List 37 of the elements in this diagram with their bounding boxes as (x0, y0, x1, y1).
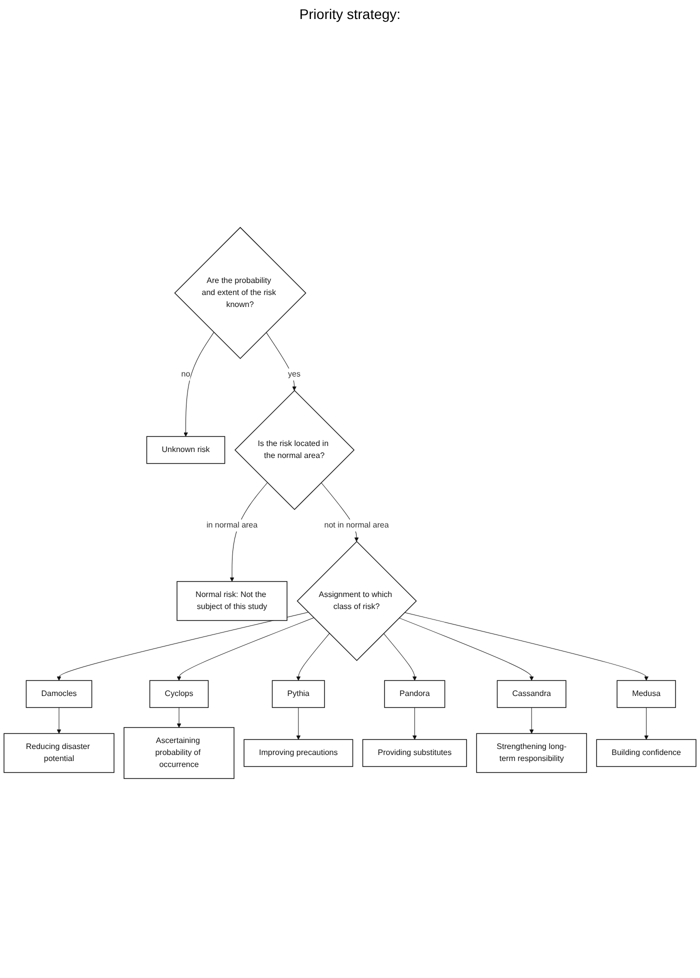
edge-label: in normal area (206, 521, 258, 530)
arrow (56, 612, 309, 681)
node-box: Unknown risk (146, 436, 226, 464)
arrow (296, 707, 301, 740)
arrow (404, 612, 648, 681)
arrow (529, 707, 534, 734)
node-box: Strengthening long-term responsibility (476, 733, 587, 773)
node-box: Building confidence (596, 739, 696, 767)
arrow (176, 707, 182, 728)
node-diamond: Assignment to which class of risk? (296, 540, 417, 662)
node-box: Cyclops (149, 680, 209, 708)
column-heading: Priority strategy: (299, 6, 401, 22)
edge-label: yes (288, 370, 300, 378)
node-box: Improving precautions (244, 739, 354, 767)
node-box: Damocles (26, 680, 92, 708)
node-box: Reducing disaster potential (4, 733, 114, 773)
arrow (296, 633, 330, 681)
node-box: Providing substitutes (362, 739, 467, 767)
arrow (412, 707, 417, 740)
arrow (383, 633, 417, 681)
arrow (184, 332, 214, 437)
arrow (644, 707, 648, 740)
node-diamond: Are the probability and extent of the risk known? (174, 226, 306, 360)
arrow (266, 332, 296, 391)
node-box: Medusa (616, 680, 676, 708)
edge-label: no (181, 370, 190, 378)
node-box: Normal risk: Not the subject of this study (176, 581, 288, 621)
arrow (56, 707, 62, 734)
node-box: Cassandra (496, 680, 566, 708)
node-box: Ascertaining probability of occurrence (124, 727, 234, 779)
node-box: Pythia (272, 680, 325, 708)
edge-label: not in normal area (324, 521, 389, 530)
arrow (230, 482, 268, 582)
arrow (176, 618, 314, 681)
node-diamond: Is the risk located in the normal area? (234, 390, 355, 510)
node-box: Pandora (384, 680, 446, 708)
arrow (398, 618, 534, 681)
